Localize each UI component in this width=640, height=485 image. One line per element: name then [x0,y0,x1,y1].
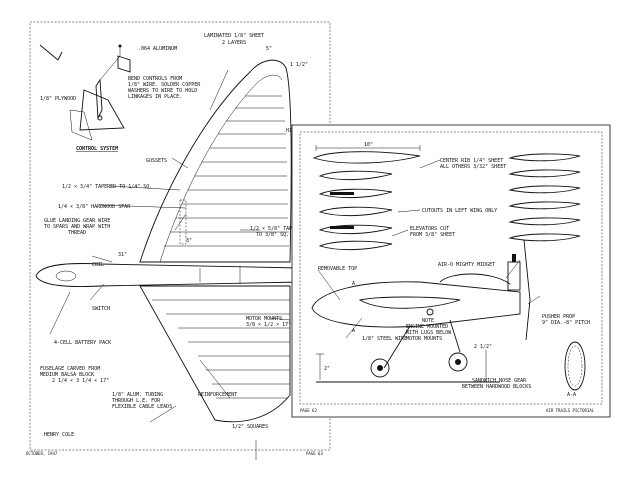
label-aluminum: .064 ALUMINUM [138,46,177,52]
label-all-others: ALL OTHERS 3/32" SHEET [440,164,506,170]
label-dim-2-5: 2 1/2" [474,344,492,350]
right-plan-page: 10" CENTER RIB 1/4" SHEET ALL OTHERS 3/3… [291,124,611,418]
label-section-a-bottom: A [352,328,355,334]
label-author: HENRY COLE [44,432,74,438]
label-motor-1: MOTOR MOUNTS [246,316,282,322]
rib-templates [312,145,581,251]
label-steel-wire: 1/8" STEEL WIRE [362,336,407,342]
label-pusher-2: 9" DIA.-8" PITCH [542,320,590,326]
label-glue-1: GLUE LANDING GEAR WIRE [44,218,110,224]
label-motor-2: 3/8 × 1/2 × 17" HAR [246,322,304,328]
label-note-2: WITH LUGS BELOW [406,330,452,336]
label-tapered-1: 1/2 × 3/4" TAPERED TO 1/4" SQ. [62,184,152,190]
label-dim-3: 3" [186,238,192,244]
right-footer-publication: AIR TRAILS PICTORIAL [546,408,595,413]
label-dim-10: 10" [364,142,373,148]
label-dim-5: 5" [266,46,272,52]
label-laminated-1: LAMINATED 1/8" SHEET [204,33,264,39]
label-battery: 4-CELL BATTERY PACK [54,340,111,346]
label-fuselage-1: FUSELAGE CARVED FROM [40,366,100,372]
label-plywood: 1/8" PLYWOOD [40,96,76,102]
label-dim-31: 31" [118,252,127,258]
label-gussets: GUSSETS [146,158,167,164]
label-elevators-1: ELEVATORS CUT [410,226,449,232]
label-tubing-3: FLEXIBLE CABLE LEADS [112,404,172,410]
label-tubing-1: 1/8" ALUM. TUBING [112,392,163,398]
wing-planform [139,59,292,423]
label-section-aa: A-A [567,392,576,398]
label-note-1: ENGINE MOUNTED [406,324,448,330]
label-tubing-2: THROUGH L.E. FOR [112,398,161,404]
label-sandwich-1: SANDWICH NOSE GEAR [472,378,527,384]
label-dim-1-5: 1 1/2" [290,62,308,68]
label-bend-2: 1/8" WIRE. SOLDER COPPER [128,82,201,88]
right-page-border [299,131,603,405]
label-fuselage-3: 2 1/4 × 3 1/4 × 17" [52,378,109,384]
left-leader-lines [49,69,291,460]
label-control-system: CONTROL SYSTEM [76,146,118,152]
label-taper-2a: 1/2 × 5/8" TAPE [250,226,295,232]
label-note-3: MOTOR MOUNTS [406,336,442,342]
label-coil: COIL [92,262,104,268]
label-section-a-top: A [352,281,355,287]
label-sandwich-2: BETWEEN HARDWOOD BLOCKS [462,384,531,390]
label-reinforcement: REINFORCEMENT [198,392,237,398]
left-footer-date: OCTOBER, 1947 [26,451,58,456]
label-switch: SWITCH [92,306,110,312]
right-footer-page: PAGE 62 [300,408,317,413]
label-squares: 1/2" SQUARES [232,424,268,430]
label-taper-2b: TO 3/8" SQ. [256,232,289,238]
label-bend-4: LINKAGES IN PLACE. [128,94,182,100]
label-bend-3: WASHERS TO WIRE TO HOLD [128,88,197,94]
label-cutouts: CUTOUTS IN LEFT WING ONLY [422,208,497,214]
label-elevators-2: FROM 3/8" SHEET [410,232,455,238]
label-fuselage-2: MEDIUM BALSA BLOCK [40,372,94,378]
side-view-drawing [311,239,586,391]
label-glue-2: TO SPARS AND WRAP WITH [44,224,110,230]
left-plan-page: .064 ALUMINUM LAMINATED 1/8" SHEET 2 LAY… [22,15,340,460]
label-glue-3: THREAD [68,230,86,236]
control-system-drawing [39,44,131,141]
label-spar: 1/4 × 3/8" HARDWOOD SPAR [58,204,131,210]
left-footer-page: PAGE 63 [306,451,323,456]
label-engine-name: AIR-O MIGHTY MIDGET [438,262,495,268]
label-laminated-2: 2 LAYERS [222,40,246,46]
label-dim-2: 2" [324,366,330,372]
label-bend-1: BEND CONTROLS FROM [128,76,182,82]
label-center-rib: CENTER RIB 1/4" SHEET [440,158,503,164]
label-removable-top: REMOVABLE TOP [318,266,357,272]
label-note-title: NOTE [422,318,434,324]
label-pusher-1: PUSHER PROP [542,314,575,320]
